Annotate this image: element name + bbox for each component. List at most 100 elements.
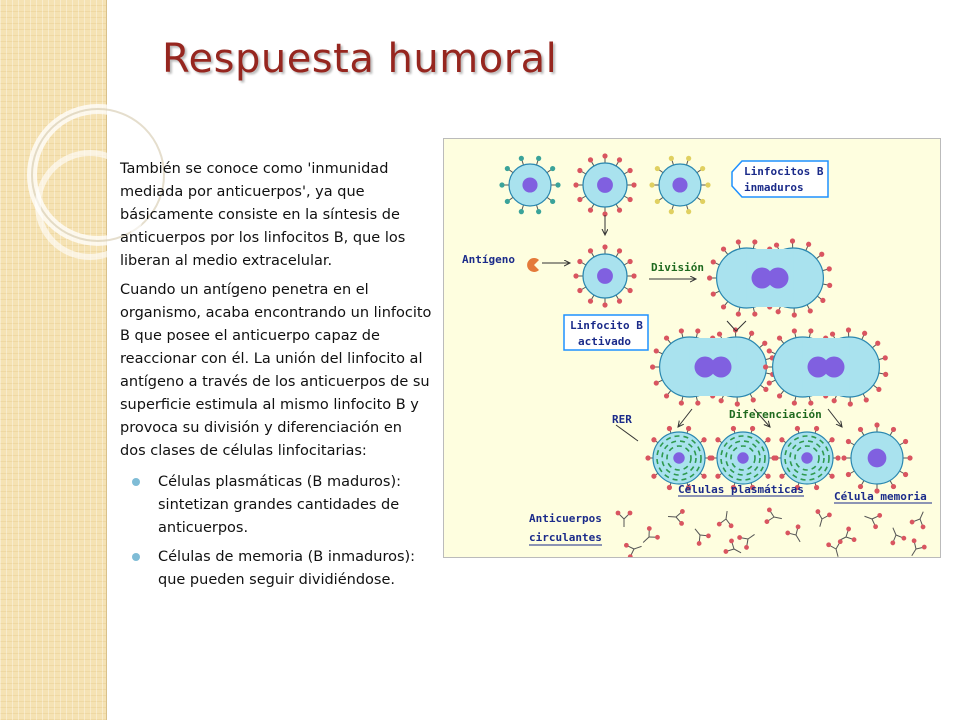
rer-membrane: [784, 435, 830, 481]
receptor-icon: [577, 258, 583, 265]
receptor-icon: [813, 484, 820, 491]
antibody-icon: [911, 538, 927, 557]
receptor-icon: [654, 198, 660, 205]
immature-b-cell: [573, 153, 637, 217]
receptor-icon: [499, 182, 505, 188]
antibody-tip: [785, 530, 791, 536]
receptor-icon: [773, 455, 779, 461]
immature-b-cell: [649, 155, 711, 215]
cells-layer: [499, 153, 913, 494]
receptor-icon: [577, 167, 583, 174]
activated-b-cell: [573, 244, 637, 308]
receptor-icon: [752, 239, 758, 245]
receptor-icon: [668, 209, 674, 215]
antibody-tip: [909, 519, 915, 525]
antibody-stem: [667, 515, 677, 518]
dividing-cell: [650, 327, 776, 407]
rer-membrane: [725, 440, 761, 476]
antibody-icon: [909, 511, 926, 530]
receptor-icon: [678, 400, 684, 406]
antibody-tip: [826, 542, 832, 548]
nucleus: [522, 177, 538, 193]
dividing-cell: [707, 238, 833, 318]
receptor-icon: [602, 302, 608, 308]
nucleus: [801, 452, 813, 464]
receptor-icon: [735, 239, 741, 245]
nucleus: [867, 448, 887, 468]
bullet-plasma-cells: Células plasmáticas (B maduros): sinteti…: [120, 471, 432, 540]
antibody-icon: [615, 510, 633, 527]
receptor-icon: [616, 298, 623, 304]
receptor-icon: [663, 393, 670, 399]
receptor-icon: [653, 380, 659, 386]
label-immature-line2: inmaduros: [744, 181, 804, 194]
receptor-icon: [627, 196, 633, 203]
plasma-cell: [645, 425, 713, 491]
antibody-icon: [838, 526, 857, 543]
antibody-icon: [694, 528, 711, 546]
receptor-icon: [749, 425, 756, 432]
receptor-icon: [883, 371, 889, 377]
receptor-icon: [791, 328, 797, 334]
receptor-icon: [518, 155, 524, 161]
bullet-text: Células plasmáticas (B maduros): sinteti…: [158, 474, 401, 536]
nucleus: [767, 267, 789, 289]
receptor-icon: [907, 455, 913, 461]
receptor-icon: [631, 182, 637, 188]
rer-membrane: [720, 435, 766, 481]
receptor-icon: [653, 348, 659, 354]
arrow-memory: [827, 408, 842, 427]
antibody-stem: [919, 511, 924, 520]
receptor-icon: [666, 484, 673, 491]
antibody-tip: [615, 510, 621, 516]
receptor-icon: [602, 153, 608, 159]
label-activated-line2: activado: [578, 335, 631, 348]
label-division: División: [651, 261, 704, 274]
receptor-icon: [705, 182, 711, 188]
receptor-icon: [874, 488, 880, 494]
antibody-tip: [729, 538, 734, 544]
antibody-tip: [716, 521, 722, 527]
receptor-icon: [807, 308, 813, 314]
nucleus: [823, 356, 845, 378]
antibody-tip: [911, 538, 917, 544]
receptor-icon: [902, 471, 909, 478]
antibody-icon: [826, 539, 843, 557]
plasma-cell: [709, 425, 777, 491]
antibody-stem: [694, 528, 701, 536]
antibody-icon: [890, 527, 907, 546]
antibody-stem: [773, 516, 782, 520]
receptor-icon: [504, 165, 510, 172]
receptor-icon: [765, 437, 771, 443]
rer-membrane: [661, 440, 697, 476]
receptor-icon: [779, 473, 785, 479]
receptor-icon: [504, 198, 510, 205]
side-decoration-panel: [0, 0, 107, 720]
antibody-stem: [911, 548, 917, 557]
antibody-tip: [764, 519, 770, 525]
receptor-icon: [765, 473, 771, 479]
receptor-icon: [686, 209, 692, 215]
receptor-icon: [685, 484, 692, 491]
cell-type-list: Células plasmáticas (B maduros): sinteti…: [120, 471, 432, 592]
receptor-icon: [752, 311, 758, 317]
receptor-icon: [882, 355, 888, 361]
antibody-stem: [733, 548, 742, 554]
receptor-icon: [808, 328, 814, 334]
receptor-icon: [627, 287, 633, 294]
receptor-icon: [829, 473, 835, 479]
antibody-tip: [901, 535, 907, 541]
receptor-icon: [700, 198, 706, 205]
receptor-icon: [890, 426, 897, 433]
rer-membrane: [656, 435, 702, 481]
antibody-tip: [873, 524, 878, 530]
receptor-icon: [710, 259, 716, 265]
antibody-stem: [864, 515, 873, 520]
receptor-icon: [573, 273, 579, 279]
receptor-icon: [902, 438, 909, 445]
bullet-dot-icon: [132, 553, 140, 561]
label-immature-line1: Linfocitos B: [744, 165, 824, 178]
receptor-icon: [730, 425, 737, 432]
receptor-icon: [645, 455, 651, 461]
nucleus: [737, 452, 749, 464]
